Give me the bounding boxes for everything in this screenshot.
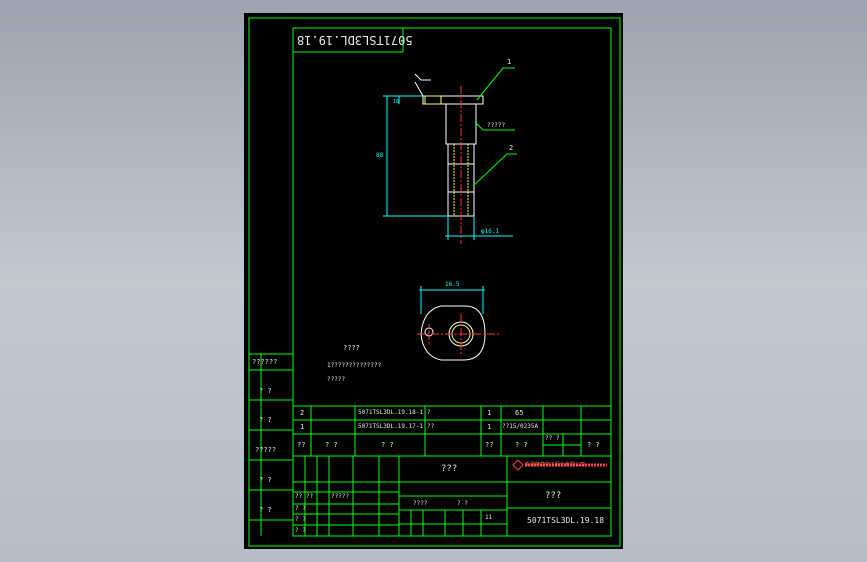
bom-row-qty: 1: [487, 423, 492, 431]
bom-row-idx: 1: [300, 423, 305, 431]
title-block-label: ? ?: [295, 527, 306, 534]
callout-weld: ?????: [487, 122, 506, 129]
drawing-linework: [248, 17, 621, 547]
bom-row-code: 5071TSL3DL.19.18-1: [358, 409, 424, 416]
callout-2: 2: [509, 144, 514, 152]
bom-row-mat: 65: [515, 409, 524, 417]
bom-header-cell: ??: [485, 441, 494, 449]
bom-header-cell: ? ?: [587, 441, 600, 449]
title-block-label: ?????: [331, 493, 350, 500]
dim-top: 16.5: [445, 281, 460, 288]
bom-header-cell: ?? ?: [545, 435, 560, 442]
bom-header-cell: ? ?: [381, 441, 394, 449]
bom-row-name: ?: [427, 409, 431, 416]
side-label: ? ?: [259, 476, 272, 484]
bom-row-name: ??: [427, 423, 435, 430]
title-block-label: ? ?: [295, 516, 306, 523]
callout-1: 1: [507, 58, 512, 66]
side-label: ??????: [252, 358, 278, 366]
bom-row-idx: 2: [300, 409, 305, 417]
notes-heading: ????: [343, 344, 360, 352]
dim-small: 16: [393, 99, 400, 105]
side-label: ? ?: [259, 506, 272, 514]
dim-diameter: φ16.1: [481, 228, 500, 235]
title-block-sheet: 11: [485, 514, 493, 521]
side-label: ? ?: [259, 387, 272, 395]
bom-header-cell: ? ?: [515, 441, 528, 449]
company-name: 新疆特变电工股份有限公司: [525, 462, 586, 468]
notes-line-1: 1??????????????: [327, 362, 382, 369]
drawing-number-rotated: 5071TSL3DL.19.18: [297, 33, 413, 47]
dim-vertical: 88: [376, 152, 384, 159]
notes-line-2: ?????: [327, 376, 346, 383]
drawing-number: 5071TSL3DL.19.18: [527, 516, 605, 525]
title-block-mid: ? ?: [457, 500, 468, 507]
bom-header-cell: ? ?: [325, 441, 338, 449]
side-label: ?????: [255, 446, 277, 454]
name-cell: ???: [545, 491, 562, 501]
bom-header-cell: ??: [297, 441, 306, 449]
title-cell: ???: [441, 464, 458, 474]
bom-row-mat: ??15/0235A: [502, 423, 539, 430]
title-block-label: ?? ??: [295, 493, 314, 500]
title-block-mid: ????: [413, 500, 428, 507]
side-label: ? ?: [259, 416, 272, 424]
bom-row-code: 5071TSL3DL.19.17-1: [358, 423, 424, 430]
bom-row-qty: 1: [487, 409, 492, 417]
drawing-sheet: 5071TSL3DL.19.18 ?????? ? ? ? ? ????? ? …: [244, 13, 623, 549]
title-block-label: ? ?: [295, 505, 306, 512]
